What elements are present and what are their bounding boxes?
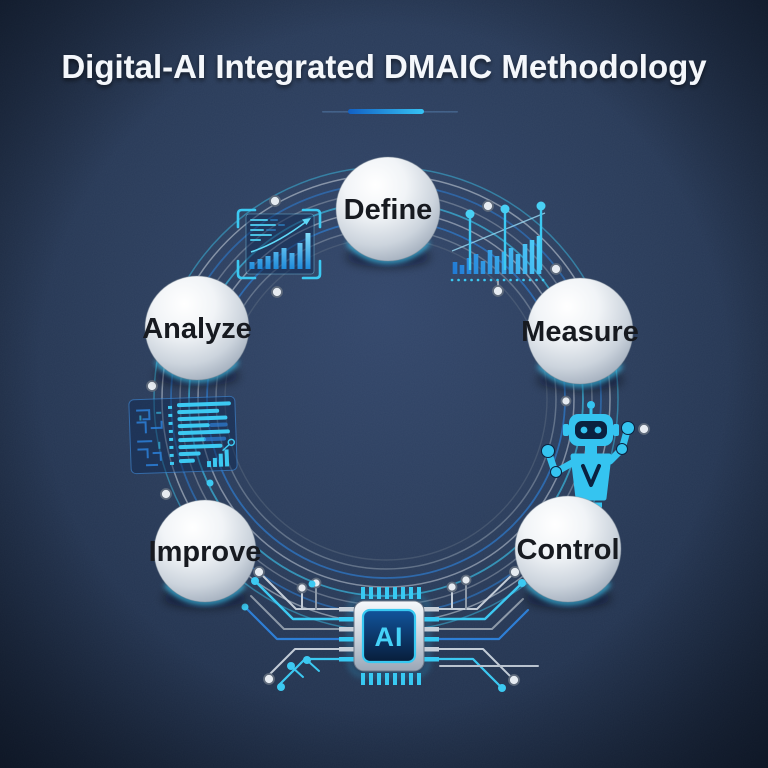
robot-right-hand	[621, 421, 635, 435]
circuit-node-dot	[251, 577, 259, 585]
circuit-node-dots	[146, 195, 650, 692]
bar-chart-growth-icon	[450, 201, 550, 286]
circuit-node-dot	[508, 674, 520, 686]
sphere-glow-rim	[525, 581, 611, 605]
lollipop-dot	[536, 201, 546, 211]
circuit-node-dot	[263, 673, 275, 685]
cyan-dots	[206, 479, 526, 692]
code-lines-dim	[204, 422, 228, 442]
sphere	[526, 277, 634, 385]
circuit-node-dot	[509, 566, 521, 578]
circuit-node-dot	[638, 423, 650, 435]
robot-left-elbow	[550, 466, 562, 478]
lollipop-stems	[468, 209, 543, 270]
circuit-node-dot	[206, 479, 214, 487]
chip-label: AI	[375, 622, 404, 652]
circuit-maze	[136, 409, 163, 467]
text-lines-dim	[266, 219, 285, 231]
sphere-glow-rim	[537, 363, 623, 387]
circuit-node-dot	[446, 581, 458, 593]
robot-eye	[594, 426, 602, 434]
circuit-node-dot	[271, 286, 283, 298]
robot-visor	[575, 421, 607, 439]
circuit-node-dot	[303, 656, 311, 664]
mini-node	[227, 438, 236, 447]
phase-label: Analyze	[142, 313, 252, 345]
lollipop-dot	[465, 209, 475, 219]
sphere	[514, 495, 622, 603]
robot-chest-v	[581, 464, 601, 487]
silver-dots	[146, 195, 650, 686]
sphere	[153, 499, 257, 603]
circuit-traces-right	[435, 574, 539, 687]
chip-pins-cyan	[339, 617, 439, 662]
robot-body	[570, 453, 612, 501]
robot-left-hand	[541, 444, 555, 458]
mini-trend	[222, 443, 230, 452]
corner-brackets	[236, 208, 322, 280]
circuit-node-dot	[296, 582, 308, 594]
analytics-dashboard-icon	[236, 208, 322, 280]
robot-right-elbow	[616, 443, 628, 455]
phase-node-define: Define	[335, 156, 441, 267]
ai-robot-icon	[541, 401, 635, 537]
code-lines	[176, 401, 231, 464]
phase-node-analyze: Analyze	[142, 275, 252, 386]
phase-label: Control	[516, 534, 619, 566]
title-divider	[348, 109, 424, 114]
circuit-node-dot	[253, 566, 265, 578]
circuit-node-dot	[308, 580, 316, 588]
phase-node-control: Control	[514, 495, 622, 608]
robot-antenna-tip	[587, 401, 595, 409]
trend-line	[250, 220, 308, 253]
page-title: Digital-AI Integrated DMAIC Methodology	[61, 48, 707, 85]
data-ticks	[167, 405, 175, 465]
circuit-node-dot	[269, 195, 281, 207]
phase-label: Improve	[149, 536, 262, 568]
phase-node-improve: Improve	[149, 499, 262, 608]
header: Digital-AI Integrated DMAIC Methodology	[61, 48, 707, 114]
sphere	[144, 275, 250, 381]
phase-nodes: Define Measure Control Improve Analyze	[142, 156, 639, 608]
mini-bar-chart	[206, 449, 230, 468]
circuit-node-dot	[287, 662, 295, 670]
circuit-node-dot	[160, 488, 172, 500]
circuit-node-dot	[498, 684, 506, 692]
circuit-traces-left	[245, 574, 343, 687]
data-code-panel-icon	[128, 395, 238, 475]
circuit-node-dot	[482, 200, 494, 212]
phase-node-measure: Measure	[521, 277, 639, 390]
robot-eye	[580, 426, 588, 434]
phase-label: Measure	[521, 316, 639, 348]
circuit-node-dot	[460, 574, 472, 586]
chip-pins-top	[361, 587, 421, 599]
circuit-maze-detail	[139, 411, 162, 449]
bar-chart-bars	[249, 233, 311, 269]
sphere	[335, 156, 441, 262]
circuit-node-dot	[492, 285, 504, 297]
circuit-node-dot	[518, 579, 526, 587]
sphere-glow-rim	[164, 582, 246, 605]
chip-core	[361, 608, 417, 664]
robot-left-ear	[563, 424, 569, 436]
ai-chip-icon: AI	[339, 587, 439, 685]
circuit-node-dot	[550, 263, 562, 275]
robot-right-ear	[613, 424, 619, 436]
trend-line	[451, 212, 546, 252]
text-lines	[250, 219, 276, 241]
robot-neck	[585, 446, 597, 454]
circuit-node-dot	[560, 395, 572, 407]
circuit-node-dot	[277, 683, 285, 691]
circuit-node-dot	[146, 380, 158, 392]
chip-pins-bottom	[361, 673, 421, 685]
circuit-node-dot	[241, 603, 249, 611]
lollipop-dot	[500, 204, 510, 214]
trend-arrow	[302, 218, 311, 225]
phase-label: Define	[344, 194, 433, 226]
chip-pins-silver	[339, 607, 439, 652]
